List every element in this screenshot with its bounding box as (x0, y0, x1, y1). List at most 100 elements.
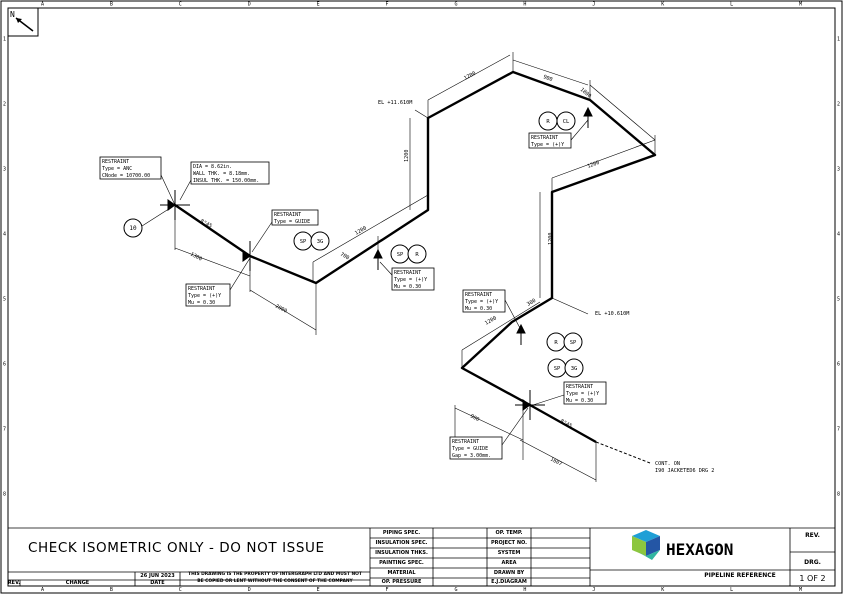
row-marker: 6 (3, 362, 6, 368)
continuation-label: CONT. ON (655, 461, 680, 467)
info-label: PROJECT NO. (490, 539, 528, 546)
svg-text:R: R (415, 252, 419, 258)
north-arrow: N (7, 7, 39, 37)
issue-status-text: CHECK ISOMETRIC ONLY - DO NOT ISSUE (28, 540, 325, 556)
svg-text:1200: 1200 (354, 225, 368, 236)
column-marker: L (730, 2, 733, 8)
svg-text:300: 300 (526, 298, 537, 308)
column-marker: K (661, 2, 664, 8)
column-marker: M (799, 587, 802, 593)
continuation-ref: I90 JACKETED6 DRG 2 (655, 468, 714, 474)
svg-text:Type = (+)Y: Type = (+)Y (531, 142, 564, 148)
spec-label: INSULATION SPEC. (375, 539, 428, 546)
svg-text:2000: 2000 (274, 303, 288, 314)
spec-label: MATERIAL (387, 569, 416, 576)
row-marker: 3 (3, 167, 6, 173)
svg-text:Type = (+)Y: Type = (+)Y (465, 299, 498, 305)
svg-text:1200: 1200 (548, 233, 554, 246)
svg-text:INSUL THK. = 150.00mm.: INSUL THK. = 150.00mm. (193, 178, 259, 184)
direction-top: 8°45 (199, 218, 213, 229)
svg-text:Type = GUIDE: Type = GUIDE (274, 219, 310, 225)
row-marker: 8 (837, 492, 840, 498)
row-marker: 5 (3, 297, 6, 303)
rev-heading: REV. (805, 532, 820, 539)
ownership-notice-1: THIS DRAWING IS THE PROPERTY OF INTERGRA… (188, 572, 362, 578)
direction-bottom: 8°45 (559, 418, 573, 429)
row-marker: 4 (3, 232, 6, 238)
svg-text:RESTRAINT: RESTRAINT (188, 286, 215, 292)
svg-text:1607: 1607 (549, 456, 563, 467)
svg-text:RESTRAINT: RESTRAINT (102, 159, 129, 165)
line-number-bubble (123, 218, 143, 238)
hexagon-logo-icon (632, 530, 660, 560)
svg-text:RESTRAINT: RESTRAINT (394, 270, 421, 276)
row-marker: 4 (837, 232, 840, 238)
row-marker: 3 (837, 167, 840, 173)
svg-text:N: N (10, 10, 15, 19)
svg-text:SP: SP (554, 366, 561, 372)
svg-text:SP: SP (397, 252, 404, 258)
spec-label: INSULATION THKS. (375, 549, 428, 556)
pipeline-reference-label: PIPELINE REFERENCE (704, 572, 776, 579)
svg-text:RESTRAINT: RESTRAINT (531, 135, 558, 141)
svg-text:RESTRAINT: RESTRAINT (465, 292, 492, 298)
svg-text:Type = (+)Y: Type = (+)Y (188, 293, 221, 299)
svg-text:3G: 3G (571, 366, 578, 372)
column-marker: J (592, 587, 595, 593)
svg-text:CNode = 10700.00: CNode = 10700.00 (102, 173, 150, 179)
ownership-notice-2: BE COPIED OR LENT WITHOUT THE CONSENT OF… (197, 579, 353, 585)
column-marker: E (317, 587, 320, 593)
row-marker: 6 (837, 362, 840, 368)
svg-text:Type = GUIDE: Type = GUIDE (452, 446, 488, 452)
svg-text:R: R (546, 119, 550, 125)
column-marker: H (523, 587, 526, 593)
support-arrows (160, 106, 593, 420)
column-marker: M (799, 2, 802, 8)
row-marker: 1 (3, 37, 6, 43)
column-marker: F (386, 2, 389, 8)
svg-text:WALL THK. = 8.18mm.: WALL THK. = 8.18mm. (193, 171, 250, 177)
row-marker: 7 (3, 427, 6, 433)
row-marker: 2 (837, 102, 840, 108)
spec-label: OP. PRESSURE (381, 578, 422, 585)
info-label: E.J.DIAGRAM (491, 578, 527, 585)
svg-text:Mu = 0.30: Mu = 0.30 (566, 398, 593, 404)
column-marker: B (110, 587, 113, 593)
column-marker: G (454, 2, 457, 8)
svg-text:Mu = 0.30: Mu = 0.30 (465, 306, 492, 312)
svg-text:RESTRAINT: RESTRAINT (274, 212, 301, 218)
svg-text:3G: 3G (317, 239, 324, 245)
column-marker: L (730, 587, 733, 593)
svg-text:Type = ANC: Type = ANC (102, 166, 132, 172)
column-marker: F (386, 587, 389, 593)
info-label: SYSTEM (497, 549, 521, 556)
svg-text:Mu = 0.30: Mu = 0.30 (188, 300, 215, 306)
logo-text: HEXAGON (666, 540, 733, 559)
column-marker: A (41, 2, 44, 8)
svg-text:900: 900 (469, 413, 480, 423)
row-marker: 1 (837, 37, 840, 43)
column-marker: A (41, 587, 44, 593)
annotation-bubbles (293, 111, 584, 378)
row-marker: 2 (3, 102, 6, 108)
elevation-right: EL +10.610M (595, 311, 629, 317)
spec-label: PIPING SPEC. (382, 529, 421, 536)
svg-text:1200: 1200 (404, 150, 410, 163)
dimension-text: 1200 900 1800 1200 1200 1200 1200 700 13… (189, 71, 600, 468)
pipe-route (174, 70, 657, 464)
drawing-labels: EL +11.610M EL +10.610M CONT. ON I90 JAC… (199, 100, 714, 474)
row-marker: 8 (3, 492, 6, 498)
column-marker: D (248, 587, 251, 593)
column-marker: H (523, 2, 526, 8)
svg-text:RESTRAINT: RESTRAINT (452, 439, 479, 445)
column-marker: K (661, 587, 664, 593)
column-marker: C (179, 587, 182, 593)
svg-text:SP: SP (300, 239, 307, 245)
svg-text:DIA = 8.62in.: DIA = 8.62in. (193, 164, 232, 170)
column-marker: E (317, 2, 320, 8)
elevation-top: EL +11.610M (378, 100, 412, 106)
